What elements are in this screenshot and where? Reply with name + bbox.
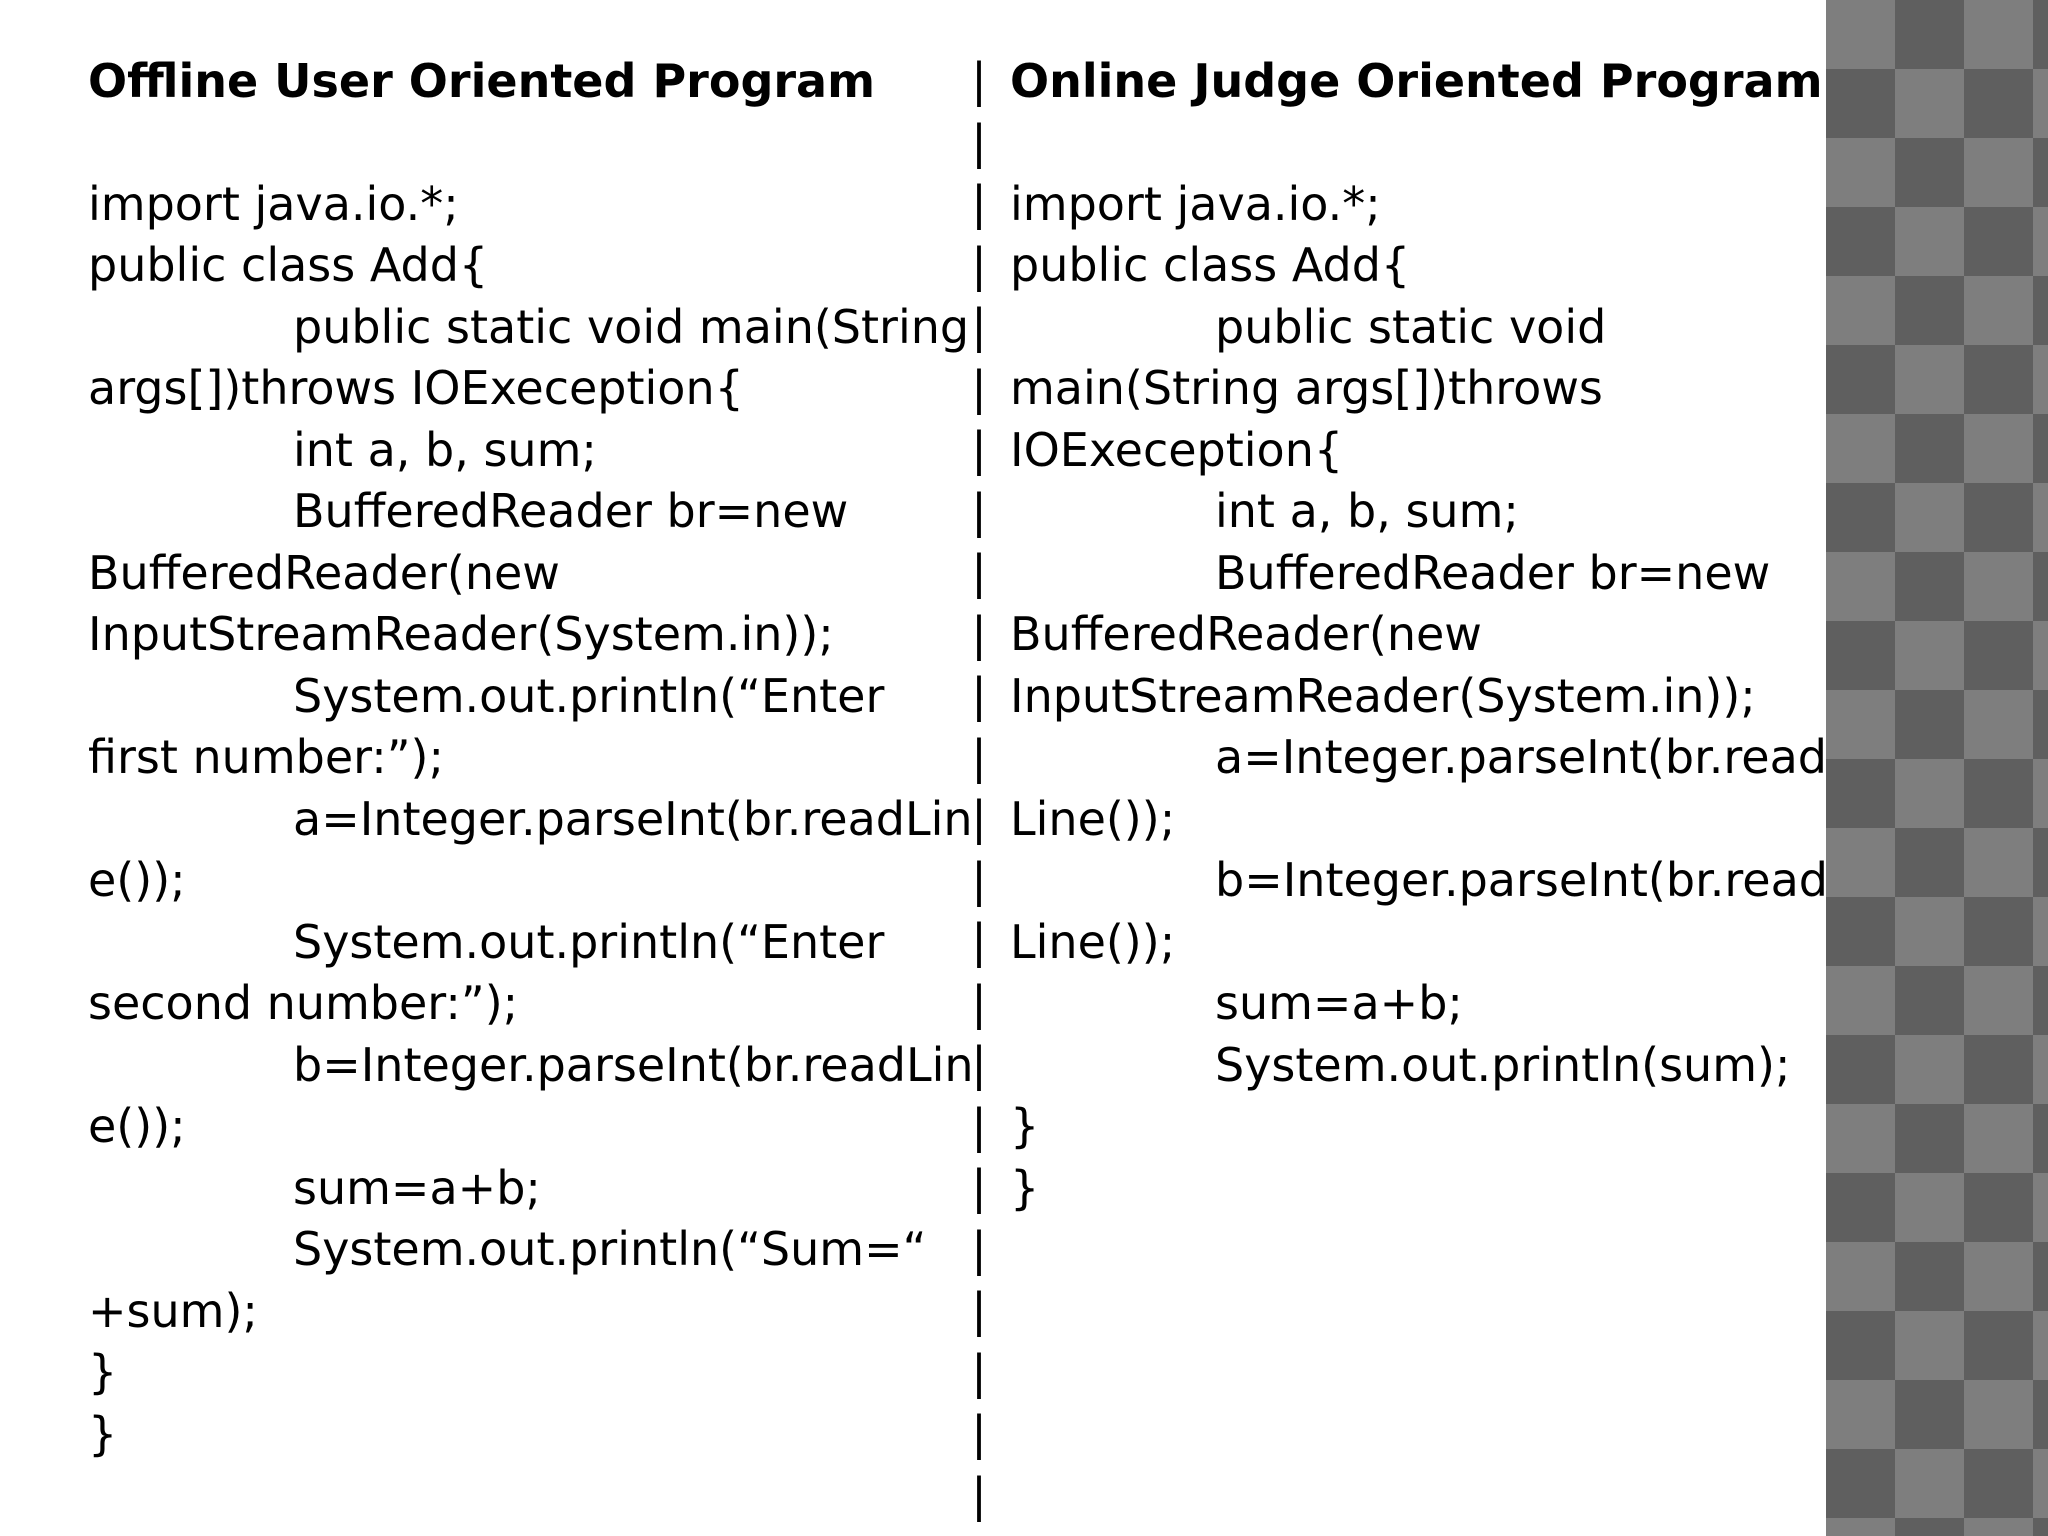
code-line: InputStreamReader(System.in)); — [1010, 668, 1756, 723]
divider-bar: | — [971, 299, 987, 353]
online-program-column: Online Judge Oriented Program import jav… — [1010, 50, 1828, 1219]
code-line: args[])throws IOExeception{ — [88, 361, 744, 415]
code-line: BufferedReader br=new — [293, 484, 849, 538]
divider-bar: | — [971, 668, 987, 722]
divider-bar: | — [971, 606, 987, 661]
code-line: int a, b, sum; — [1215, 484, 1519, 538]
divider-bar: | — [971, 237, 987, 292]
code-line — [1010, 112, 1826, 174]
code-line: InputStreamReader(System.in)); — [88, 607, 834, 661]
code-line: b=Integer.parseInt(br.readLin — [293, 1037, 974, 1092]
online-program-title: Online Judge Oriented Program — [1010, 54, 1823, 108]
code-line: BufferedReader(new — [88, 545, 560, 600]
code-line: System.out.println(“Sum=“ — [293, 1222, 927, 1276]
divider-bar: | — [971, 1160, 987, 1214]
code-line: System.out.println(“Enter — [293, 914, 885, 969]
divider-bar: | — [971, 1344, 987, 1399]
divider-bar: | — [971, 975, 987, 1030]
divider-bar: | — [971, 1467, 987, 1522]
code-line: IOExeception{ — [1010, 422, 1344, 477]
code-line: a=Integer.parseInt(br.readLin — [293, 791, 973, 846]
divider-bar: | — [971, 852, 987, 907]
code-line: public static void — [1215, 299, 1607, 354]
code-line: BufferedReader br=new — [1215, 545, 1771, 600]
online-program-code: import java.io.*; public class Add{ public… — [1010, 112, 1828, 1219]
code-line: public class Add{ — [88, 238, 489, 292]
divider-bar: | — [971, 729, 987, 784]
divider-bar: | — [971, 422, 987, 476]
divider-bar: | — [971, 791, 987, 845]
column-divider: | | | | | | | | | | | | | | | | | | | | | | | | — [966, 50, 992, 1526]
divider-bar: | — [971, 1221, 987, 1276]
code-line: public static void main(String — [293, 299, 970, 354]
code-line: sum=a+b; — [293, 1160, 541, 1215]
code-line: first number:”); — [88, 730, 445, 784]
offline-program-code: import java.io.*; public class Add{ public… — [88, 112, 974, 1465]
decorative-pattern-panel — [1826, 0, 2048, 1536]
code-line: } — [1010, 1160, 1040, 1215]
code-line: } — [88, 1345, 118, 1399]
divider-bar: | — [971, 360, 987, 415]
offline-program-column: Offline User Oriented Program import jav… — [88, 50, 974, 1465]
code-line: } — [88, 1406, 118, 1461]
code-line: e()); — [88, 853, 186, 907]
code-line: Line()); — [1010, 791, 1176, 846]
divider-bar: | — [971, 1283, 987, 1337]
code-line: a=Integer.parseInt(br.read — [1215, 730, 1827, 784]
code-line: +sum); — [88, 1283, 258, 1338]
divider-bar: | — [971, 1098, 987, 1153]
code-line: BufferedReader(new — [1010, 607, 1482, 661]
divider-bar: | — [971, 1037, 987, 1091]
code-line: second number:”); — [88, 976, 519, 1030]
divider-bar: | — [971, 176, 987, 230]
divider-bar: | — [971, 1406, 987, 1460]
code-line: } — [1010, 1099, 1040, 1153]
divider-bar: | — [971, 483, 987, 538]
divider-bar: | — [971, 545, 987, 599]
code-line: main(String args[])throws — [1010, 361, 1603, 415]
divider-bar: | — [971, 914, 987, 968]
code-line — [88, 112, 968, 174]
code-line: Line()); — [1010, 914, 1176, 969]
offline-program-title: Offline User Oriented Program — [88, 54, 876, 108]
code-line: b=Integer.parseInt(br.read — [1215, 853, 1828, 907]
code-line: e()); — [88, 1099, 186, 1153]
code-line: import java.io.*; — [88, 176, 459, 231]
code-line: sum=a+b; — [1215, 976, 1463, 1030]
divider-bar: | — [971, 114, 987, 169]
code-line: import java.io.*; — [1010, 176, 1381, 231]
code-line: int a, b, sum; — [293, 422, 597, 477]
code-line: public class Add{ — [1010, 238, 1411, 292]
code-line: System.out.println(“Enter — [293, 668, 885, 723]
code-line: System.out.println(sum); — [1215, 1037, 1791, 1092]
divider-bar: | — [971, 53, 987, 107]
